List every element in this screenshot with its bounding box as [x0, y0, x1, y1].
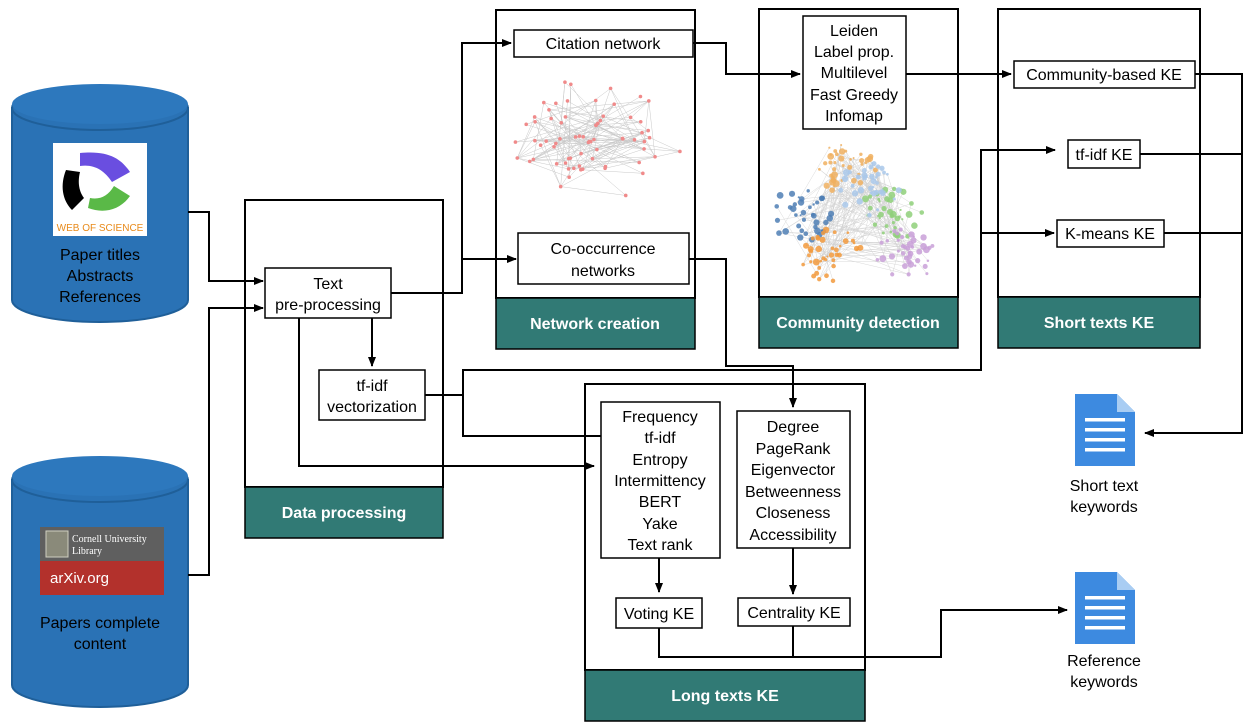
preprocessing-to-citation-arrow	[391, 39, 512, 294]
svg-text:Degree: Degree	[767, 419, 820, 436]
preprocessing-to-voting-arrow	[298, 318, 595, 470]
community-detection-label: Community detection	[776, 315, 940, 332]
community-methods-box: Leiden Label prop. Multilevel Fast Greed…	[802, 15, 907, 130]
arxiv-logo: Cornell University Library arXiv.org	[40, 527, 164, 595]
short-text-keywords-line-2: keywords	[1070, 499, 1138, 516]
document-icon	[1075, 394, 1135, 466]
tfidf-ke-box: tf-idf KE	[1067, 139, 1141, 169]
svg-text:tf-idf: tf-idf	[644, 430, 676, 447]
svg-text:Accessibility: Accessibility	[749, 527, 836, 544]
document-icon	[1075, 572, 1135, 644]
wos-to-preprocessing-arrow	[188, 211, 264, 285]
svg-text:Multilevel: Multilevel	[821, 65, 888, 82]
citation-network-box: Citation network	[513, 29, 694, 58]
arxiv-line-2: content	[74, 636, 127, 653]
tfidf-to-voting-arrow	[425, 394, 612, 440]
wos-database: WEB OF SCIENCE Paper titles Abstracts Re…	[11, 84, 189, 323]
wos-line-3: References	[59, 289, 141, 306]
svg-text:Fast Greedy: Fast Greedy	[810, 87, 898, 104]
tfidf-to-tfidf-ke-arrow	[462, 146, 1056, 395]
svg-text:Betweenness: Betweenness	[745, 484, 841, 501]
kmeans-ke-box: K-means KE	[1056, 219, 1165, 248]
svg-text:Frequency: Frequency	[622, 409, 698, 426]
svg-text:tf-idf KE: tf-idf KE	[1076, 147, 1133, 164]
arxiv-line-1: Papers complete	[40, 615, 160, 632]
data-processing-section: Data processing	[244, 199, 444, 539]
svg-text:K-means KE: K-means KE	[1065, 226, 1155, 243]
svg-text:vectorization: vectorization	[327, 399, 417, 416]
community-detection-section: Community detection	[758, 8, 959, 349]
svg-text:Entropy: Entropy	[632, 452, 687, 469]
data-processing-label: Data processing	[282, 505, 406, 522]
short-text-keywords-line-1: Short text	[1070, 478, 1139, 495]
arxiv-database: Cornell University Library arXiv.org Pap…	[11, 456, 189, 708]
svg-text:networks: networks	[571, 263, 635, 280]
svg-text:Co-occurrence: Co-occurrence	[551, 241, 656, 258]
svg-text:Community-based KE: Community-based KE	[1026, 67, 1182, 84]
svg-text:Closeness: Closeness	[756, 505, 831, 522]
long-texts-ke-section: Long texts KE	[584, 383, 866, 722]
svg-text:Voting KE: Voting KE	[624, 606, 694, 623]
reference-keywords-line-2: keywords	[1070, 674, 1138, 691]
tfidf-vectorization-box: tf-idf vectorization	[318, 369, 426, 421]
reference-keywords-line-1: Reference	[1067, 653, 1141, 670]
centrality-methods-box: Degree PageRank Eigenvector Betweenness …	[736, 410, 851, 549]
svg-text:tf-idf: tf-idf	[356, 378, 388, 395]
cooccurrence-to-centrality-arrow	[689, 258, 797, 408]
voting-ke-box: Voting KE	[615, 597, 703, 629]
community-network-graphic	[774, 144, 935, 284]
svg-text:Text: Text	[313, 276, 343, 293]
svg-text:Citation network: Citation network	[546, 36, 662, 53]
connectors	[188, 39, 1243, 658]
cornell-line-1: Cornell University	[72, 534, 147, 545]
svg-text:PageRank: PageRank	[756, 441, 832, 458]
svg-text:BERT: BERT	[639, 494, 682, 511]
svg-text:Leiden: Leiden	[830, 23, 878, 40]
wos-logo-text: WEB OF SCIENCE	[57, 223, 144, 234]
arxiv-banner-text: arXiv.org	[50, 570, 109, 587]
network-creation-label: Network creation	[530, 316, 660, 333]
community-based-ke-box: Community-based KE	[1013, 60, 1196, 89]
wos-line-1: Paper titles	[60, 247, 140, 264]
svg-text:pre-processing: pre-processing	[275, 297, 381, 314]
text-preprocessing-box: Text pre-processing	[264, 267, 392, 319]
voting-methods-box: Frequency tf-idf Entropy Intermittency B…	[600, 401, 721, 559]
citation-network-graphic	[513, 80, 682, 198]
centrality-ke-box: Centrality KE	[737, 597, 851, 627]
svg-text:Intermittency: Intermittency	[614, 473, 706, 490]
short-text-keywords-output: Short text keywords	[1070, 394, 1139, 516]
short-texts-ke-label: Short texts KE	[1044, 315, 1155, 332]
long-ke-to-output-arrow	[658, 606, 1068, 658]
svg-text:Yake: Yake	[642, 516, 677, 533]
citation-to-community-arrow	[693, 42, 801, 78]
svg-text:Text rank: Text rank	[628, 537, 694, 554]
short-texts-ke-section: Short texts KE	[997, 8, 1201, 349]
reference-keywords-output: Reference keywords	[1067, 572, 1141, 691]
long-texts-ke-label: Long texts KE	[671, 688, 779, 705]
cooccurrence-networks-box: Co-occurrence networks	[517, 232, 690, 285]
cornell-line-2: Library	[72, 546, 102, 557]
wos-line-2: Abstracts	[67, 268, 134, 285]
svg-text:Eigenvector: Eigenvector	[751, 462, 836, 479]
short-ke-to-output-arrow	[1144, 73, 1243, 437]
svg-text:Centrality KE: Centrality KE	[747, 605, 840, 622]
arxiv-to-preprocessing-arrow	[188, 304, 264, 576]
network-creation-section: Network creation	[495, 9, 696, 350]
svg-text:Infomap: Infomap	[825, 108, 883, 125]
svg-text:Label prop.: Label prop.	[814, 44, 894, 61]
web-of-science-logo: WEB OF SCIENCE	[53, 143, 147, 236]
